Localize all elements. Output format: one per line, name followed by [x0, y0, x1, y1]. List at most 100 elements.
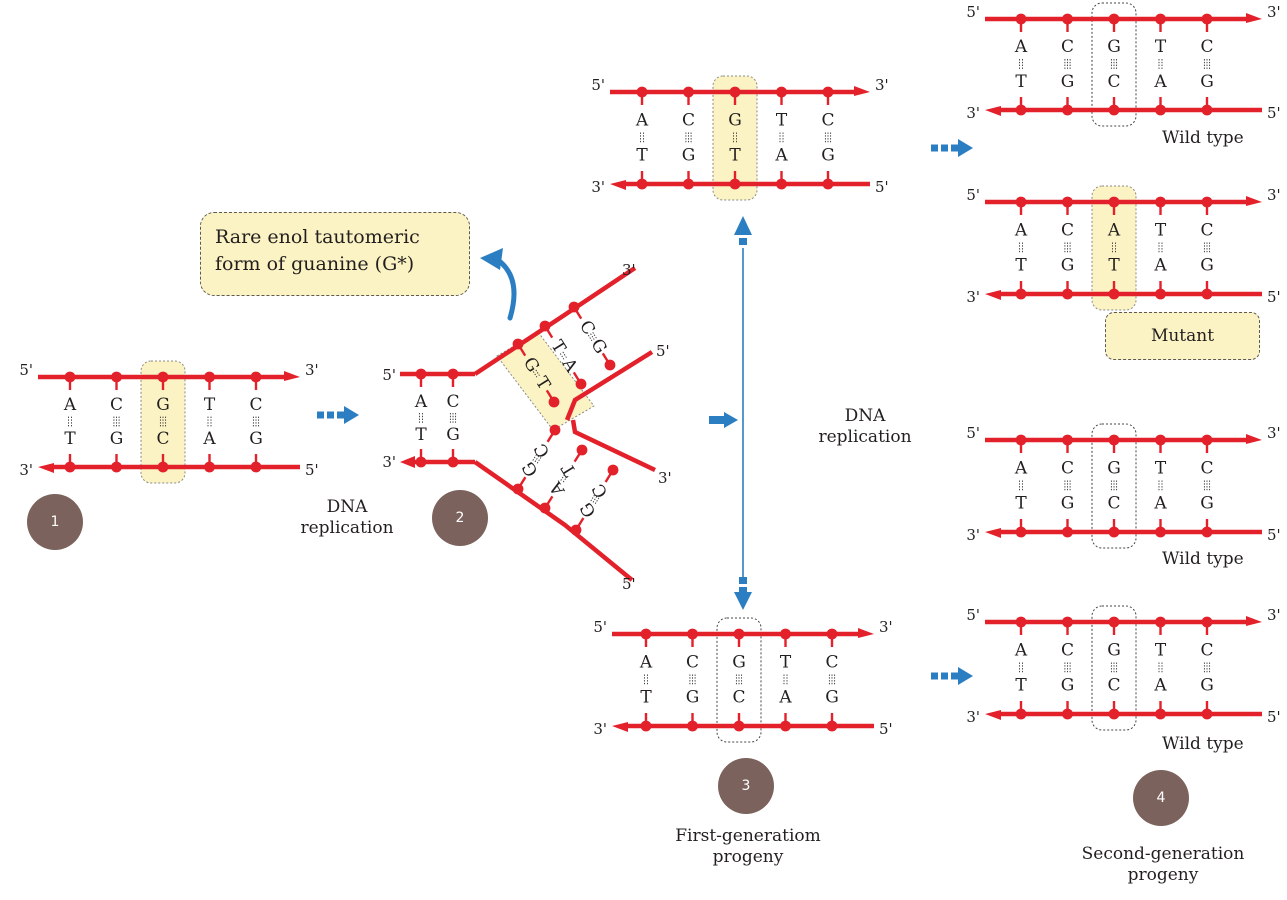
hydrogen-bond [535, 369, 540, 376]
base-bottom-C: C [732, 687, 745, 707]
five-prime-label: 5' [19, 361, 33, 379]
five-prime-label: 5' [622, 575, 636, 593]
bottom-node [776, 178, 787, 190]
arrow-dash [709, 416, 725, 424]
base-bottom-G: G [1200, 72, 1214, 92]
top-node [822, 86, 834, 98]
base-bottom-G: G [1200, 255, 1214, 275]
three-prime-label: 3' [966, 104, 980, 122]
bottom-strand-arrowhead [985, 290, 1001, 300]
hydrogen-bond [590, 333, 595, 340]
mismatch-highlight [496, 331, 595, 431]
bottom-strand-arrowhead [610, 180, 626, 190]
step-2-badge: 2 [432, 490, 488, 546]
top-node [1062, 196, 1073, 208]
hydrogen-bond [532, 371, 538, 378]
three-prime-label: 3' [1267, 606, 1281, 624]
base-bottom-G: G [682, 145, 696, 165]
base-top-T: T [1155, 221, 1167, 241]
base-top-A: A [1014, 37, 1028, 57]
bottom-node [1015, 288, 1027, 300]
three-prime-label: 3' [966, 708, 980, 726]
bottom-node [1108, 526, 1120, 538]
first-generation-line-2: progeny [712, 847, 784, 867]
base-top-G: G [1107, 459, 1121, 479]
top-node [157, 371, 169, 383]
base-top-G: G [728, 111, 742, 131]
base-top-C: C [821, 111, 834, 131]
bottom-node [1201, 104, 1213, 116]
pair-outline [1091, 605, 1137, 731]
dna-replication-label-2: DNA replication [808, 406, 922, 448]
base-top-A: A [635, 111, 649, 131]
bottom-node [1201, 708, 1213, 720]
top-node [1062, 616, 1073, 628]
mismatch-highlight [1091, 185, 1137, 311]
bottom-node [780, 720, 791, 732]
bottom-node [640, 720, 652, 732]
base-bottom-T: T [640, 687, 652, 707]
base-bottom-G: G [1061, 72, 1075, 92]
bottom-strand-arrowhead [985, 710, 1001, 720]
base-bottom-T: T [64, 429, 76, 449]
arrow-dash [951, 672, 958, 680]
top-node [1155, 434, 1166, 446]
top-node [733, 628, 745, 640]
rung-node [549, 424, 561, 436]
hydrogen-bond [590, 494, 595, 502]
base-top-T: T [204, 395, 216, 415]
top-node [1108, 13, 1120, 25]
bottom-node [1062, 104, 1073, 116]
base-G: G [586, 335, 610, 357]
top-node [250, 371, 262, 383]
first-generation-line-1: First-generatiom [675, 826, 821, 846]
top-node [636, 86, 648, 98]
rung-node [539, 502, 551, 514]
bottom-node [447, 456, 459, 468]
top-node [1155, 196, 1166, 208]
top-node [1062, 13, 1073, 25]
top-node [640, 628, 652, 640]
base-top-A: A [63, 395, 77, 415]
bottom-node [683, 178, 694, 190]
pair-outline [1091, 423, 1137, 549]
base-top-A: A [1014, 221, 1028, 241]
base-bottom-A: A [1153, 493, 1167, 513]
curved-arrow [495, 257, 517, 321]
base-bottom-T: T [1015, 493, 1027, 513]
base-top-C: C [1061, 221, 1074, 241]
arrow-head [958, 139, 973, 157]
base-top-C: C [1061, 37, 1074, 57]
hydrogen-bond [534, 455, 540, 463]
progeny-arrow-1 [931, 139, 973, 157]
bottom-node [1201, 526, 1213, 538]
base-top-C: C [1200, 459, 1213, 479]
second-generation-label: Second-generation progeny [1058, 844, 1268, 886]
top-node [683, 86, 694, 98]
five-prime-label: 5' [1267, 104, 1281, 122]
bottom-node [1015, 526, 1027, 538]
top-node [1108, 196, 1120, 208]
base-bottom-A: A [1153, 255, 1167, 275]
rung-node [548, 396, 560, 408]
second-generation-line-1: Second-generation [1081, 844, 1245, 864]
bottom-node [822, 178, 834, 190]
bottom-node [1108, 104, 1120, 116]
top-node [1015, 196, 1027, 208]
five-prime-label: 5' [875, 178, 889, 196]
replication-arrow-1 [317, 406, 359, 424]
base-bottom-T: T [415, 425, 427, 445]
five-prime-label: 5' [656, 342, 670, 360]
arrow-dash [739, 587, 747, 594]
hydrogen-bond [559, 353, 565, 360]
base-bottom-G: G [1200, 493, 1214, 513]
right-arrow-head [724, 412, 738, 428]
base-bottom-T: T [1015, 675, 1027, 695]
base-C: C [575, 317, 599, 339]
bottom-strand-arrowhead [38, 463, 54, 473]
bottom-node [1015, 104, 1027, 116]
dna-replication-1-line-1: DNA [326, 497, 368, 517]
step-4-badge: 4 [1133, 770, 1189, 826]
bottom-node [64, 461, 76, 473]
